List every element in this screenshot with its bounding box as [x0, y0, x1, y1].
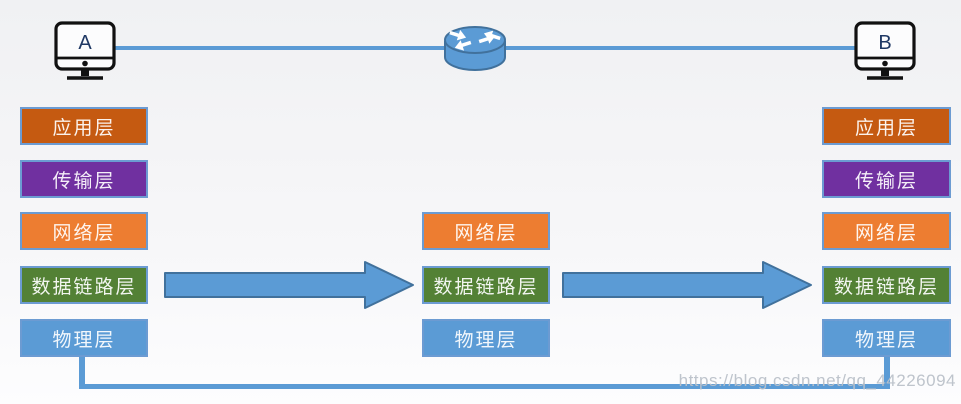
layer-network-host-b: 网络层: [822, 212, 951, 250]
layer-label: 数据链路层: [433, 276, 539, 298]
physical-connector-right: [884, 357, 890, 389]
watermark-text: https://blog.csdn.net/qq_44226094: [678, 371, 956, 390]
layer-application-host-a: 应用层: [20, 107, 148, 145]
layer-transport-host-a: 传输层: [20, 160, 148, 198]
layer-datalink-host-a: 数据链路层: [20, 266, 148, 304]
layer-label: 应用层: [854, 117, 918, 139]
physical-connector-left: [79, 357, 85, 389]
physical-connector-horizontal: [79, 384, 890, 389]
layer-label: 物理层: [454, 329, 518, 351]
layer-datalink-router: 数据链路层: [422, 266, 550, 304]
layer-network-router: 网络层: [422, 212, 550, 250]
layer-label: 传输层: [52, 170, 116, 192]
layer-physical-host-b: 物理层: [822, 319, 951, 357]
host-b-label: B: [878, 32, 892, 54]
layer-label: 物理层: [52, 329, 116, 351]
layer-label: 网络层: [454, 222, 518, 244]
right-arrow-router-to-b: [562, 261, 812, 309]
host-b-computer-icon: B: [853, 20, 917, 82]
layer-network-host-a: 网络层: [20, 212, 148, 250]
layer-label: 网络层: [854, 222, 918, 244]
host-a-label: A: [78, 32, 92, 54]
layer-label: 物理层: [854, 329, 918, 351]
right-arrow-a-to-router: [164, 261, 414, 309]
layer-label: 传输层: [854, 170, 918, 192]
layer-label: 数据链路层: [31, 276, 137, 298]
layer-label: 应用层: [52, 117, 116, 139]
layer-physical-router: 物理层: [422, 319, 550, 357]
layer-physical-host-a: 物理层: [20, 319, 148, 357]
layer-application-host-b: 应用层: [822, 107, 951, 145]
layer-transport-host-b: 传输层: [822, 160, 951, 198]
layer-label: 数据链路层: [833, 276, 939, 298]
layer-label: 网络层: [52, 222, 116, 244]
host-a-computer-icon: A: [53, 20, 117, 82]
monitor-icon: [854, 21, 916, 80]
router-icon: [443, 25, 507, 73]
monitor-icon: [54, 21, 116, 80]
layer-datalink-host-b: 数据链路层: [822, 266, 951, 304]
